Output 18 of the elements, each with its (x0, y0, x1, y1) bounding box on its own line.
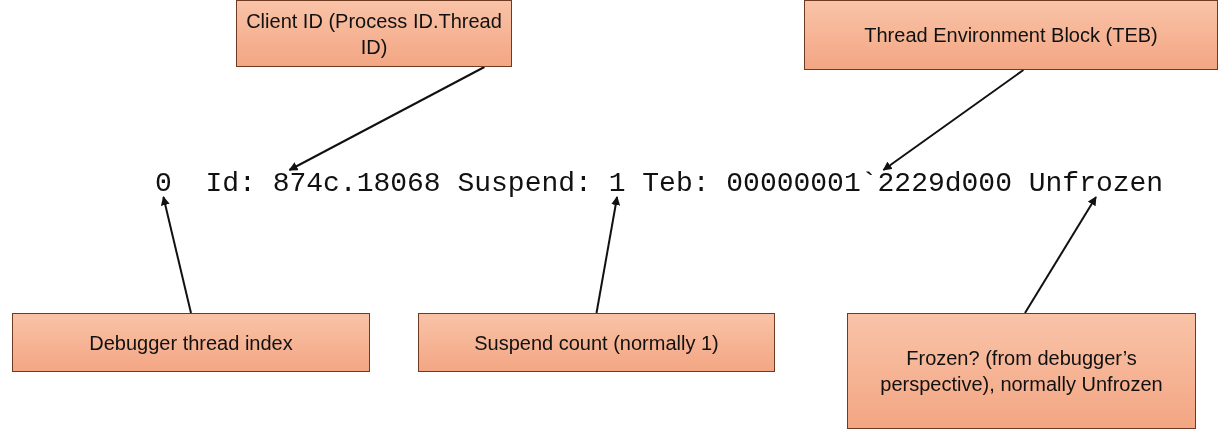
callout-box: Thread Environment Block (TEB) (804, 0, 1218, 70)
callout-box: Client ID (Process ID.Thread ID) (236, 0, 512, 67)
leader-arrow (288, 66, 486, 171)
callout-box: Debugger thread index (12, 313, 370, 372)
leader-arrow (160, 196, 192, 314)
callout-box: Suspend count (normally 1) (418, 313, 775, 372)
suspend-count-text: 1 (608, 168, 626, 199)
thread-index-text: 0 (155, 168, 172, 199)
leader-arrow (1024, 196, 1097, 314)
field-label: Suspend: (457, 168, 592, 199)
client-id-text: 874c.18068 (272, 168, 441, 199)
field-label: Teb: (642, 168, 710, 199)
leader-arrow (595, 196, 621, 314)
leader-arrow (882, 69, 1025, 171)
teb-address-text: 00000001`2229d000 (726, 168, 1012, 199)
frozen-state-text: Unfrozen (1028, 168, 1164, 199)
field-label: Id: (205, 168, 256, 199)
callout-box: Frozen? (from debugger’s perspective), normally Unfrozen (847, 313, 1196, 429)
